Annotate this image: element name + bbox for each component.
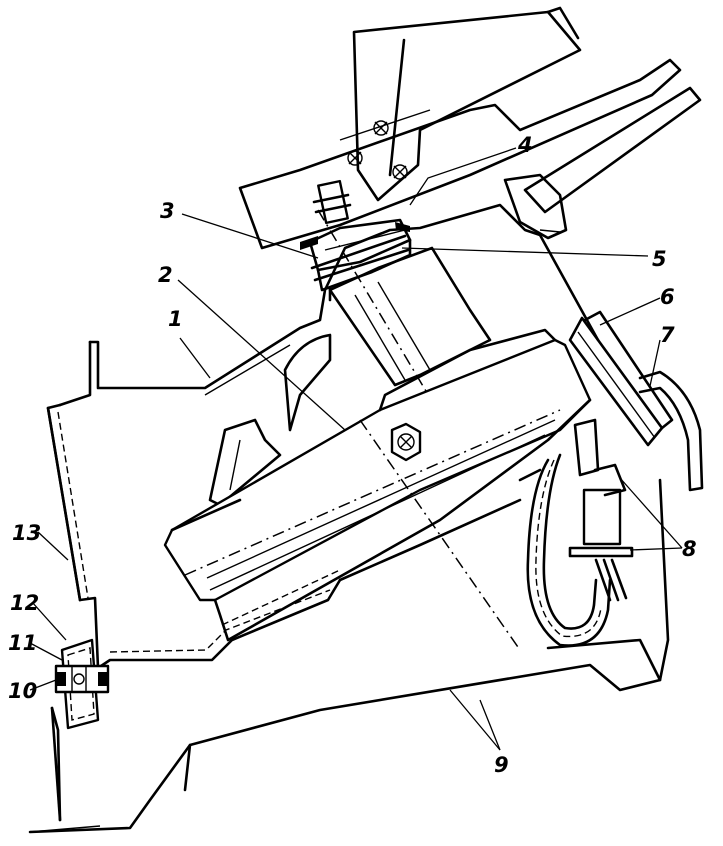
lower-tray: [28, 478, 670, 834]
nut-assembly: [300, 179, 412, 302]
callout-2: 2: [158, 263, 173, 287]
callout-10: 10: [8, 679, 37, 703]
callout-1: 1: [168, 307, 183, 331]
rear-brace: [208, 333, 332, 507]
motor-body: [163, 328, 592, 651]
connector-plate: [568, 310, 674, 447]
callout-9: 9: [494, 753, 509, 777]
hex-bolt-icon: [390, 422, 422, 462]
rivet-icon: [347, 150, 363, 166]
callout-7: 7: [660, 323, 675, 347]
drive-rod-upper-right: [503, 86, 702, 240]
callout-8: 8: [682, 537, 697, 561]
callout-3: 3: [160, 199, 175, 223]
callout-6: 6: [660, 285, 675, 309]
callout-5: 5: [652, 247, 667, 271]
clamp-fastener: [54, 638, 110, 730]
rivet-icon: [392, 164, 408, 180]
bolt-icon: [73, 673, 85, 685]
callout-13: 13: [12, 521, 41, 545]
upper-bracket: [352, 6, 582, 202]
side-wall: [46, 406, 89, 822]
hook-bracket: [638, 370, 704, 492]
cable-harness: [518, 418, 634, 647]
rivet-icon: [373, 120, 389, 136]
callout-11: 11: [8, 631, 37, 655]
wiper-link-rod: [238, 58, 682, 250]
leader-lines: [29, 147, 683, 751]
callout-4: 4: [517, 133, 533, 157]
callout-12: 12: [10, 591, 39, 615]
